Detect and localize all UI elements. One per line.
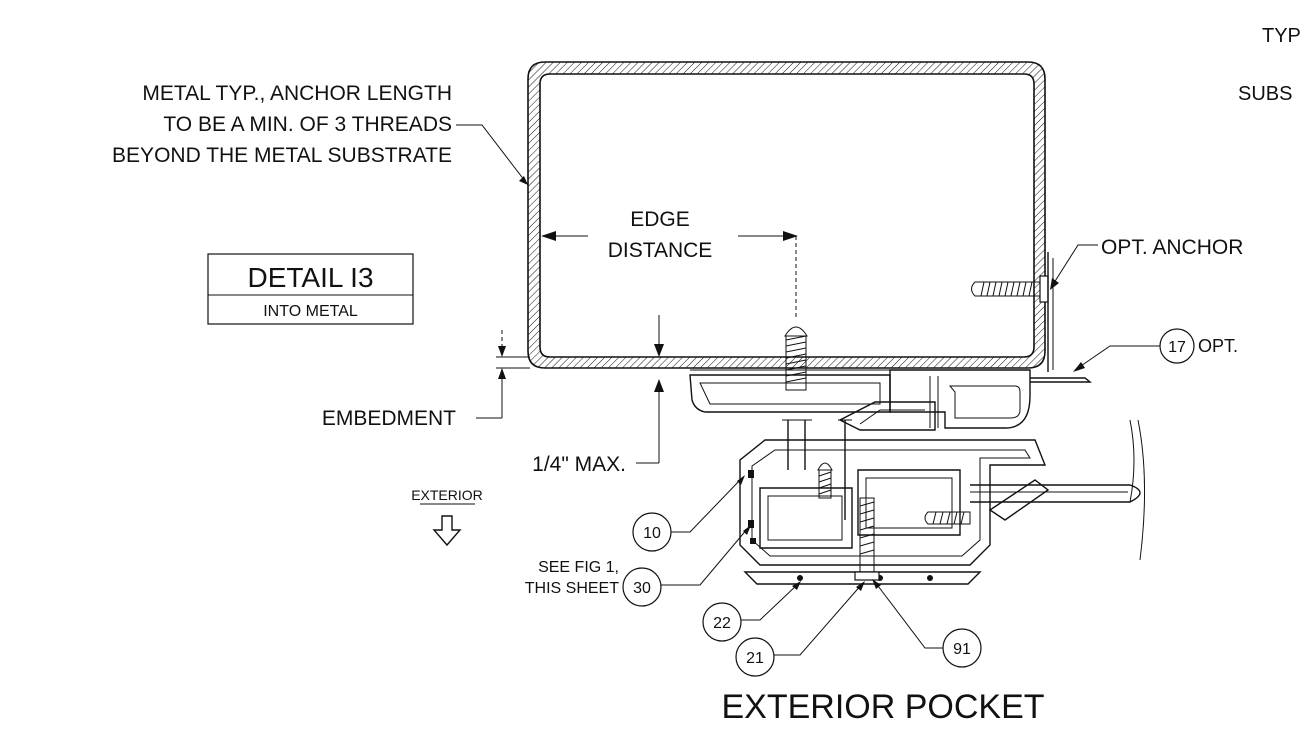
callout-21-bubble [735, 637, 775, 677]
embedment-dimension: EMBEDMENT [322, 330, 530, 430]
detail-title-block: DETAIL I3 INTO METAL [207, 253, 414, 325]
callout-17-number: 17 [1168, 339, 1186, 356]
callout-91-number: 91 [953, 641, 971, 658]
callout-17-opt: OPT. [1198, 336, 1238, 356]
exterior-arrow-icon [432, 515, 462, 547]
detail-title: DETAIL I3 [247, 262, 373, 293]
exterior-indicator: EXTERIOR [411, 487, 483, 547]
opt-anchor-label: OPT. ANCHOR [1101, 236, 1243, 259]
callout-21-number: 21 [746, 650, 764, 667]
metal-note-arrowhead [519, 176, 528, 185]
embedment-label: EMBEDMENT [322, 407, 456, 430]
callout-22-number: 22 [713, 615, 731, 632]
callout-17-group: 17 OPT. [1030, 328, 1238, 383]
drawing-caption: EXTERIOR POCKET [721, 688, 1044, 726]
exterior-label: EXTERIOR [411, 487, 483, 503]
callout-21-group: 21 [735, 581, 865, 677]
callout-30-number: 30 [633, 580, 651, 597]
callout-91-group: 91 [872, 579, 982, 668]
callout-30-bubble [622, 567, 662, 607]
metal-note: METAL TYP., ANCHOR LENGTH TO BE A MIN. O… [112, 82, 529, 186]
callout-10-group: 10 [632, 475, 745, 552]
metal-note-line1: METAL TYP., ANCHOR LENGTH [142, 82, 452, 105]
max-gap-label: 1/4" MAX. [532, 453, 626, 476]
top-right-note-2: SUBS [1238, 83, 1292, 105]
edge-distance-line1: EDGE [630, 208, 690, 231]
detail-subtitle: INTO METAL [263, 303, 358, 320]
callout-22-group: 22 [702, 581, 801, 642]
main-anchor-screw [784, 326, 808, 391]
metal-note-leader [456, 124, 529, 186]
metal-note-line3: BEYOND THE METAL SUBSTRATE [112, 144, 452, 167]
see-fig-line2: THIS SHEET [525, 580, 619, 597]
callout-22-bubble [702, 602, 742, 642]
metal-substrate-tube [527, 61, 1046, 369]
max-gap-dimension: 1/4" MAX. [532, 315, 664, 476]
callout-10-number: 10 [643, 525, 661, 542]
window-frame-profiles [689, 369, 1146, 585]
edge-distance-line2: DISTANCE [608, 239, 713, 262]
edge-distance-dimension: EDGE DISTANCE [541, 208, 798, 318]
opt-anchor: OPT. ANCHOR [971, 236, 1243, 372]
callout-30-group: SEE FIG 1, THIS SHEET 30 [525, 525, 751, 607]
top-right-note-1: TYP [1262, 25, 1300, 47]
see-fig-line1: SEE FIG 1, [538, 559, 619, 576]
metal-note-line2: TO BE A MIN. OF 3 THREADS [163, 113, 452, 136]
